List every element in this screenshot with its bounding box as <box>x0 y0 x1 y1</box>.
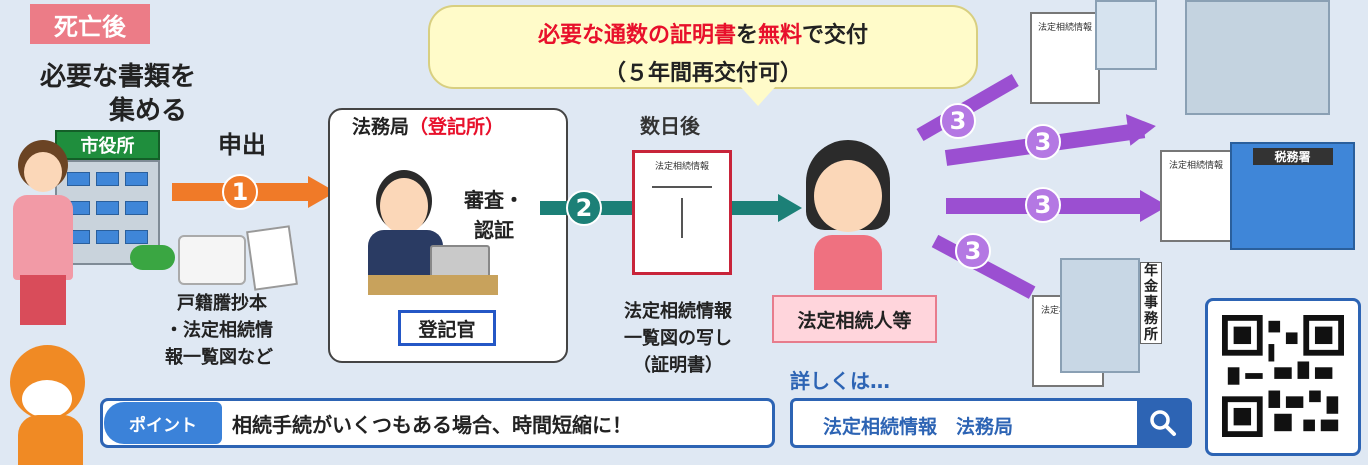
search-button[interactable] <box>1137 401 1189 445</box>
step3-badge-3: 3 <box>1025 187 1061 223</box>
officer-label: 登記官 <box>418 318 476 341</box>
callout-line1: 必要な通数の証明書を無料で交付 <box>430 17 976 49</box>
step3-badge-2: 3 <box>1025 124 1061 160</box>
certificate-caption-line3: （証明書） <box>633 355 723 376</box>
bureau-title-paren: （登記所） <box>409 116 505 138</box>
callout-part2: を <box>735 23 758 48</box>
phase-label-text: 死亡後 <box>54 12 126 41</box>
callout-part3: 無料 <box>758 23 803 48</box>
step3-badge-1: 3 <box>940 103 976 139</box>
review-line2: 認証 <box>474 218 514 242</box>
step2-arrowhead <box>778 194 802 222</box>
certificate-caption-line1: 法定相続情報 <box>624 301 732 322</box>
callout-tail <box>740 86 776 106</box>
certificate-doc: 法定相続情報 <box>632 150 732 275</box>
documents-line2: ・法定相続情 <box>165 320 273 341</box>
more-info-label: 詳しくは… <box>790 369 890 393</box>
collect-line2: 集める <box>108 96 187 126</box>
heir-label: 法定相続人等 <box>797 309 912 332</box>
step3-number-3: 3 <box>1034 191 1052 219</box>
step1-number: 1 <box>231 178 249 206</box>
pension-office-sign-text: 年金事務所 <box>1144 263 1158 343</box>
documents-line1: 戸籍謄抄本 <box>177 293 267 314</box>
step3-arrowhead-2 <box>1125 110 1159 146</box>
fox-icon <box>0 335 100 465</box>
step3-number-4: 3 <box>964 237 982 265</box>
qr-code-frame <box>1205 298 1361 456</box>
documents-sheet-icon <box>246 225 298 291</box>
step2-number: 2 <box>575 194 593 222</box>
callout-part1: 必要な通数の証明書 <box>537 23 736 48</box>
bank-building-icon <box>1095 0 1157 70</box>
heir-icon <box>800 140 896 290</box>
step2-badge: 2 <box>566 190 602 226</box>
tax-office-sign-text: 税務署 <box>1274 150 1311 164</box>
heir-label-box: 法定相続人等 <box>772 295 937 343</box>
tax-office-icon: 税務署 <box>1230 142 1355 250</box>
tax-office-sign: 税務署 <box>1252 148 1333 165</box>
days-later-label: 数日後 <box>640 114 700 138</box>
step3-number-2: 3 <box>1034 128 1052 156</box>
collect-text: 必要な書類を 集める <box>18 60 218 128</box>
pension-office-sign: 年金事務所 <box>1140 262 1162 344</box>
recipient-doc-1-header: 法定相続情報 <box>1037 23 1092 33</box>
officer-label-box: 登記官 <box>398 310 496 346</box>
search-icon <box>1150 410 1176 436</box>
callout-part4: で交付 <box>802 23 869 48</box>
search-box[interactable]: 法定相続情報 法務局 <box>790 398 1192 448</box>
callout-bubble: 必要な通数の証明書を無料で交付 （５年間再交付可） <box>428 5 978 89</box>
certificate-header: 法定相続情報 <box>654 162 709 172</box>
step3-number-1: 3 <box>949 107 967 135</box>
documents-pile-icon <box>178 235 246 285</box>
recipient-doc-2-header: 法定相続情報 <box>1168 161 1223 171</box>
point-text: 相続手続がいくつもある場合、時間短縮に！ <box>232 413 632 437</box>
point-badge: ポイント <box>104 402 222 444</box>
qr-code-icon <box>1222 315 1344 437</box>
office-building-icon <box>1185 0 1330 115</box>
recipient-doc-1: 法定相続情報 <box>1030 12 1100 104</box>
pension-office-icon <box>1060 258 1140 373</box>
bureau-title-text: 法務局 <box>352 116 410 138</box>
point-badge-text: ポイント <box>129 415 197 436</box>
step1-badge: 1 <box>222 174 258 210</box>
recipient-doc-2: 法定相続情報 <box>1160 150 1232 242</box>
certificate-caption-line2: 一覧図の写し <box>624 328 732 349</box>
city-hall-sign: 市役所 <box>55 130 160 160</box>
woman-applicant-icon <box>8 140 78 330</box>
officer-icon <box>368 160 498 300</box>
documents-line3: 報一覧図など <box>165 347 273 368</box>
search-input[interactable]: 法定相続情報 法務局 <box>823 416 1014 438</box>
phase-label: 死亡後 <box>30 4 150 44</box>
bureau-title: 法務局（登記所） <box>352 112 505 139</box>
certificate-caption: 法定相続情報 一覧図の写し （証明書） <box>598 298 758 379</box>
collect-line1: 必要な書類を <box>39 62 196 92</box>
documents-text: 戸籍謄抄本 ・法定相続情 報一覧図など <box>165 290 310 371</box>
review-text: 審査・ 認証 <box>464 185 524 245</box>
callout-line2: （５年間再交付可） <box>603 61 802 86</box>
bush-icon <box>130 245 175 270</box>
review-line1: 審査・ <box>464 188 524 212</box>
step3-badge-4: 3 <box>955 233 991 269</box>
city-hall-sign-text: 市役所 <box>80 136 135 157</box>
apply-label: 申出 <box>218 131 266 159</box>
